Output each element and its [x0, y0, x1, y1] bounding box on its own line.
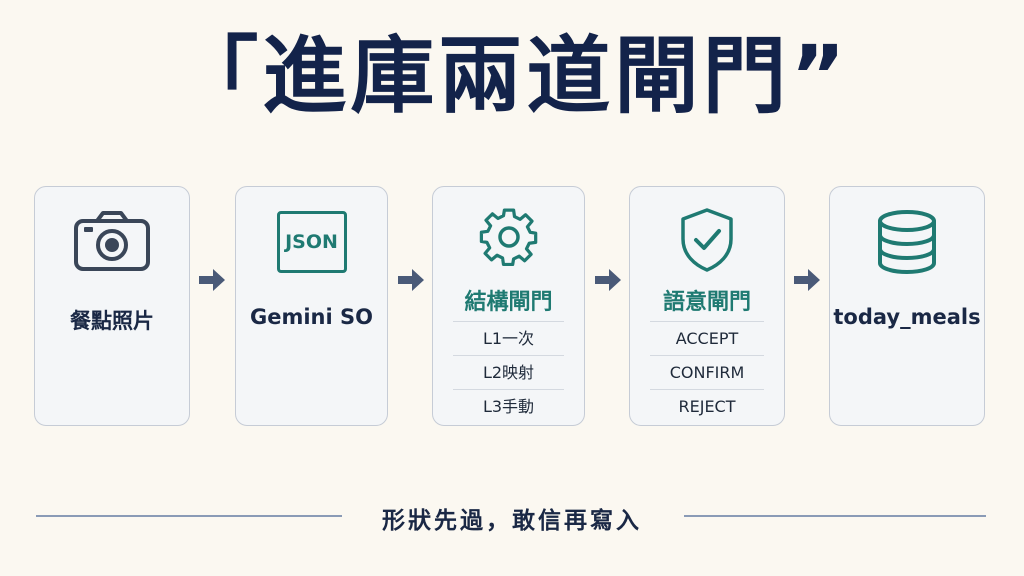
- footer-caption: 形狀先過，敢信再寫入: [382, 508, 642, 534]
- step-card-today-meals: today_meals: [829, 186, 985, 426]
- gear-icon: [479, 208, 537, 267]
- step-card-semantic-gate: 語意閘門 ACCEPT CONFIRM REJECT: [629, 186, 785, 426]
- step-label-today-meals: today_meals: [833, 305, 981, 329]
- shield-check-icon: [681, 208, 733, 272]
- footer-divider-right: [684, 515, 986, 517]
- database-icon: [878, 210, 936, 275]
- step-card-gemini: JSON Gemini SO: [235, 186, 388, 426]
- list-item: ACCEPT: [650, 321, 764, 355]
- json-icon: JSON: [276, 211, 347, 273]
- step-label-semantic-gate: 語意閘門: [662, 290, 751, 315]
- list-item: CONFIRM: [650, 355, 764, 389]
- semantic-gate-outcomes: ACCEPT CONFIRM REJECT: [650, 321, 764, 423]
- arrow-right-icon: [794, 269, 820, 291]
- step-label-structural-gate: 結構閘門: [464, 290, 553, 315]
- step-label-meal-photo: 餐點照片: [70, 309, 154, 333]
- page-title: 「進庫兩道閘門”: [174, 27, 850, 125]
- step-card-meal-photo: 餐點照片: [34, 186, 190, 426]
- footer-divider-left: [36, 515, 342, 517]
- list-item: L3手動: [453, 389, 564, 423]
- arrow-right-icon: [199, 269, 225, 291]
- list-item: L1一次: [453, 321, 564, 355]
- list-item: L2映射: [453, 355, 564, 389]
- step-card-structural-gate: 結構閘門 L1一次 L2映射 L3手動: [432, 186, 585, 426]
- camera-icon: [74, 211, 150, 271]
- list-item: REJECT: [650, 389, 764, 423]
- arrow-right-icon: [398, 269, 424, 291]
- step-label-gemini: Gemini SO: [250, 305, 373, 329]
- json-icon-text: JSON: [285, 231, 338, 253]
- structural-gate-levels: L1一次 L2映射 L3手動: [453, 321, 564, 423]
- arrow-right-icon: [595, 269, 621, 291]
